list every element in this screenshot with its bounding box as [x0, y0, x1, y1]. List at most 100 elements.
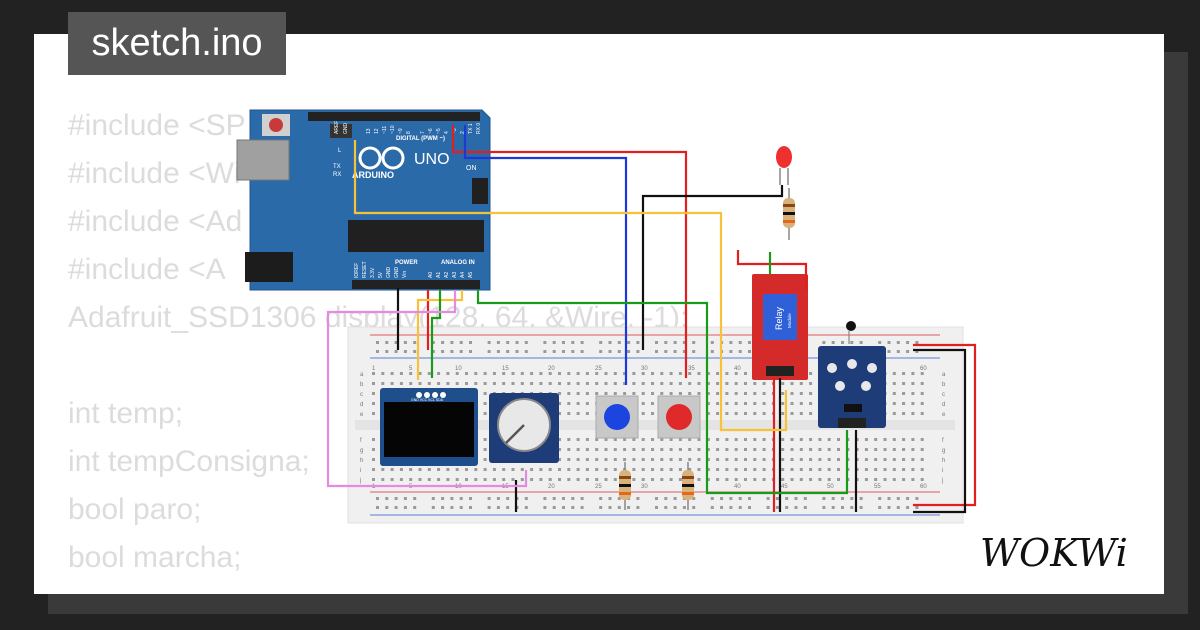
breadboard-hole: [725, 392, 729, 395]
breadboard-hole: [716, 402, 720, 405]
breadboard-hole: [651, 438, 654, 441]
breadboard-hole: [837, 458, 840, 461]
breadboard-hole: [915, 497, 919, 500]
breadboard-hole: [920, 448, 924, 451]
breadboard-hole: [446, 468, 450, 471]
breadboard-hole: [682, 350, 686, 353]
arduino-analog-pin-label: A1: [436, 272, 442, 278]
breadboard-hole: [892, 448, 896, 451]
breadboard-hole: [483, 438, 487, 441]
breadboard-hole: [864, 468, 868, 471]
breadboard-hole: [376, 341, 379, 344]
arduino-analog-pin-label: A2: [444, 272, 450, 278]
breadboard-hole: [623, 382, 627, 385]
breadboard-hole: [799, 458, 803, 461]
breadboard-hole: [483, 382, 487, 385]
breadboard-hole: [892, 372, 896, 375]
code-line: #include <Ad: [68, 205, 243, 238]
arduino-digital-pin-label: 7: [420, 131, 426, 134]
breadboard-hole: [669, 448, 673, 451]
breadboard-hole: [599, 506, 603, 509]
breadboard-hole: [738, 350, 742, 353]
breadboard-hole: [441, 341, 445, 344]
breadboard-hole: [864, 478, 868, 481]
breadboard-hole: [632, 392, 636, 395]
row-letter: j: [941, 478, 943, 484]
breadboard-hole: [716, 372, 720, 375]
breadboard-hole: [809, 382, 813, 385]
breadboard-hole: [790, 458, 794, 461]
breadboard-hole: [744, 372, 747, 375]
breadboard-hole: [878, 506, 882, 509]
breadboard-hole: [692, 497, 696, 500]
breadboard-hole: [580, 497, 584, 500]
breadboard-hole: [585, 468, 589, 471]
breadboard-hole: [911, 448, 915, 451]
breadboard-hole: [706, 372, 710, 375]
breadboard-hole: [859, 497, 863, 500]
breadboard-hole: [651, 372, 654, 375]
breadboard-hole: [920, 412, 924, 415]
breadboard-hole: [394, 341, 398, 344]
breadboard-hole: [543, 506, 547, 509]
breadboard-hole: [841, 506, 844, 509]
breadboard-hole: [576, 382, 580, 385]
blue-pushbutton[interactable]: [595, 395, 639, 439]
breadboard-hole: [809, 478, 813, 481]
breadboard-hole: [483, 478, 487, 481]
breadboard-hole: [576, 458, 580, 461]
breadboard-hole: [809, 448, 813, 451]
breadboard-hole: [883, 448, 887, 451]
breadboard-hole: [720, 506, 724, 509]
file-tab[interactable]: sketch.ino: [68, 12, 286, 75]
breadboard-hole: [887, 350, 891, 353]
breadboard-hole: [688, 438, 692, 441]
breadboard-hole: [567, 438, 571, 441]
breadboard-hole: [376, 497, 379, 500]
breadboard-hole: [837, 468, 840, 471]
breadboard-hole: [660, 392, 664, 395]
row-letter: g: [360, 448, 363, 454]
breadboard-hole: [399, 372, 403, 375]
breadboard-hole: [688, 468, 692, 471]
breadboard-hole: [524, 497, 528, 500]
potentiometer[interactable]: [489, 393, 559, 463]
column-number: 45: [781, 484, 788, 490]
breadboard-hole: [920, 458, 924, 461]
breadboard-hole: [920, 382, 924, 385]
breadboard-hole: [571, 506, 575, 509]
breadboard-hole: [381, 382, 385, 385]
breadboard-hole: [896, 506, 900, 509]
breadboard-hole: [613, 438, 617, 441]
breadboard-hole: [474, 382, 478, 385]
breadboard-hole: [762, 448, 766, 451]
breadboard-hole: [372, 372, 375, 375]
breadboard-hole: [799, 448, 803, 451]
breadboard-hole: [831, 497, 835, 500]
breadboard-hole: [459, 350, 463, 353]
arduino-digital-header: DIGITAL (PWM ~): [396, 136, 445, 142]
breadboard-hole: [487, 350, 491, 353]
breadboard-hole: [427, 372, 431, 375]
breadboard-hole: [585, 458, 589, 461]
breadboard-hole: [558, 402, 561, 405]
breadboard-hole: [688, 458, 692, 461]
breadboard-hole: [655, 350, 658, 353]
breadboard-hole: [818, 468, 822, 471]
breadboard-hole: [781, 392, 785, 395]
breadboard-hole: [390, 478, 394, 481]
breadboard-hole: [682, 506, 686, 509]
temperature-sensor: [818, 321, 886, 428]
breadboard-hole: [841, 341, 844, 344]
breadboard-hole: [716, 458, 720, 461]
breadboard-hole: [576, 372, 580, 375]
row-letter: b: [360, 382, 364, 388]
breadboard-hole: [474, 468, 478, 471]
breadboard-hole: [651, 402, 654, 405]
breadboard-hole: [552, 350, 556, 353]
arduino-aref-label: AREF: [334, 121, 340, 134]
breadboard-hole: [906, 350, 910, 353]
arduino-analog-pin-label: A0: [428, 272, 434, 278]
arduino-analog-pin-label: A4: [460, 272, 466, 278]
red-pushbutton[interactable]: [657, 395, 701, 439]
